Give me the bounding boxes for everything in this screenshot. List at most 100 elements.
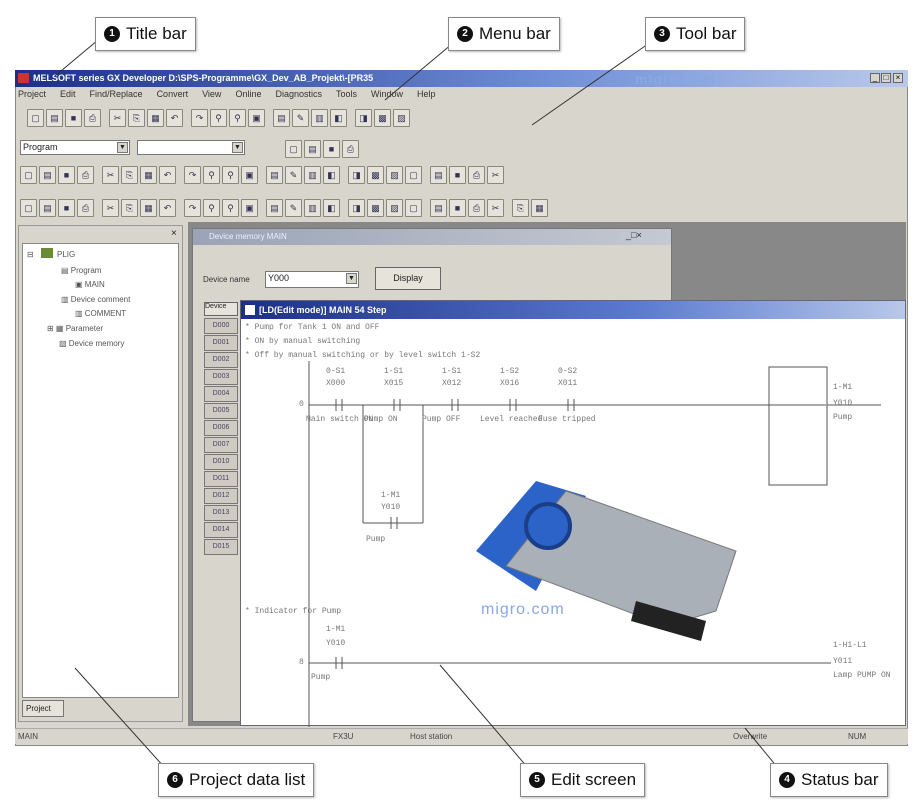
toolbar-button-icon[interactable]: ⚲ [222,166,239,184]
ladder-diagram[interactable] [241,301,907,727]
toolbar-button-icon[interactable]: ⎙ [84,109,101,127]
toolbar-button-icon[interactable]: ⎙ [77,166,94,184]
toolbar-button-icon[interactable]: ▤ [430,199,447,217]
toolbar-button-icon[interactable]: ✎ [285,199,302,217]
toolbar-button-icon[interactable]: ■ [58,166,75,184]
toolbar-button-icon[interactable]: ▣ [248,109,265,127]
toolbar-button-icon[interactable]: ▢ [20,199,37,217]
toolbar-button-icon[interactable]: ▢ [20,166,37,184]
toolbar-button-icon[interactable]: ✎ [285,166,302,184]
toolbar-button-icon[interactable]: ◨ [348,199,365,217]
device-row[interactable]: D004 [204,386,238,402]
display-button[interactable]: Display [375,267,441,290]
data-select[interactable]: ▼ [137,140,245,155]
toolbar-button-icon[interactable]: ▤ [304,140,321,158]
toolbar-button-icon[interactable]: ▤ [39,166,56,184]
toolbar-button-icon[interactable]: ▨ [386,166,403,184]
toolbar-button-icon[interactable]: ↶ [166,109,183,127]
menu-findreplace[interactable]: Find/Replace [89,89,143,99]
toolbar-button-icon[interactable]: ■ [449,199,466,217]
toolbar-button-icon[interactable]: ▢ [27,109,44,127]
toolbar-button-icon[interactable]: ⚲ [203,199,220,217]
toolbar-button-icon[interactable]: ✂ [487,166,504,184]
toolbar-button-icon[interactable]: ▢ [405,166,422,184]
device-row[interactable]: D007 [204,437,238,453]
toolbar-button-icon[interactable]: ⚲ [222,199,239,217]
toolbar-button-icon[interactable]: ▨ [386,199,403,217]
toolbar-button-icon[interactable]: ⎙ [342,140,359,158]
toolbar-button-icon[interactable]: ■ [323,140,340,158]
toolbar-button-icon[interactable]: ▤ [266,199,283,217]
tree-expander[interactable]: ⊟ [27,250,34,259]
menu-view[interactable]: View [202,89,222,99]
toolbar-button-icon[interactable]: ✂ [102,199,119,217]
device-row[interactable]: D001 [204,335,238,351]
tree-item-device-memory[interactable]: ▧ Device memory [59,339,125,348]
toolbar-button-icon[interactable]: ◨ [348,166,365,184]
device-row[interactable]: D006 [204,420,238,436]
device-window-controls[interactable]: _□× [626,230,642,240]
toolbar-button-icon[interactable]: ↷ [191,109,208,127]
toolbar-button-icon[interactable]: ▩ [374,109,391,127]
tree-item-device-comment[interactable]: ▥ Device comment [61,295,131,304]
tree-item-parameter[interactable]: ⊞ ▦ Parameter [47,324,104,333]
toolbar-button-icon[interactable]: ✂ [487,199,504,217]
toolbar-button-icon[interactable]: ▦ [140,199,157,217]
toolbar-button-icon[interactable]: ▩ [367,166,384,184]
menu-online[interactable]: Online [235,89,262,99]
minimize-button[interactable]: _ [870,73,880,83]
toolbar-button-icon[interactable]: ▤ [46,109,63,127]
toolbar-button-icon[interactable]: ⎙ [468,166,485,184]
toolbar-button-icon[interactable]: ◧ [330,109,347,127]
toolbar-button-icon[interactable]: ■ [65,109,82,127]
menu-convert[interactable]: Convert [156,89,189,99]
toolbar-button-icon[interactable]: ▨ [393,109,410,127]
tree-item-plc[interactable]: PLIG [57,250,76,259]
tree-item-main[interactable]: ▣ MAIN [75,280,105,289]
toolbar-button-icon[interactable]: ▥ [311,109,328,127]
toolbar-button-icon[interactable]: ⚲ [210,109,227,127]
toolbar-button-icon[interactable]: ◧ [323,199,340,217]
toolbar-button-icon[interactable]: ▤ [39,199,56,217]
toolbar-button-icon[interactable]: ▢ [405,199,422,217]
program-select[interactable]: Program▼ [20,140,130,155]
tree-item-program[interactable]: ▤ Program [61,266,102,275]
toolbar-button-icon[interactable]: ↷ [184,199,201,217]
toolbar-button-icon[interactable]: ↷ [184,166,201,184]
toolbar-button-icon[interactable]: ▩ [367,199,384,217]
device-row[interactable]: D010 [204,454,238,470]
toolbar-button-icon[interactable]: ▤ [430,166,447,184]
device-row[interactable]: D002 [204,352,238,368]
toolbar-button-icon[interactable]: ▦ [147,109,164,127]
device-row[interactable]: D003 [204,369,238,385]
device-row[interactable]: D000 [204,318,238,334]
maximize-button[interactable]: □ [881,73,891,83]
toolbar-button-icon[interactable]: ↶ [159,166,176,184]
menu-project[interactable]: Project [18,89,47,99]
toolbar-button-icon[interactable]: ⎙ [77,199,94,217]
toolbar-button-icon[interactable]: ▣ [241,199,258,217]
toolbar-button-icon[interactable]: ▥ [304,199,321,217]
toolbar-button-icon[interactable]: ⎘ [121,199,138,217]
device-row[interactable]: D015 [204,539,238,555]
device-row[interactable]: D012 [204,488,238,504]
toolbar-button-icon[interactable]: ▤ [273,109,290,127]
toolbar-button-icon[interactable]: ⚲ [229,109,246,127]
menu-edit[interactable]: Edit [60,89,76,99]
menu-tools[interactable]: Tools [335,89,357,99]
toolbar-button-icon[interactable]: ⎙ [468,199,485,217]
tab-project[interactable]: Project [22,700,64,717]
toolbar-button-icon[interactable]: ↶ [159,199,176,217]
toolbar-button-icon[interactable]: ◧ [323,166,340,184]
close-button[interactable]: × [893,73,903,83]
menu-help[interactable]: Help [417,89,436,99]
toolbar-button-icon[interactable]: ⎘ [121,166,138,184]
toolbar-button-icon[interactable]: ▦ [140,166,157,184]
toolbar-button-icon[interactable]: ■ [58,199,75,217]
device-row[interactable]: D005 [204,403,238,419]
toolbar-button-icon[interactable]: ⎘ [512,199,529,217]
toolbar-button-icon[interactable]: ◨ [355,109,372,127]
toolbar-button-icon[interactable]: ✂ [102,166,119,184]
device-name-input[interactable]: Y000▼ [265,271,359,288]
panel-close-button[interactable]: × [171,228,177,239]
